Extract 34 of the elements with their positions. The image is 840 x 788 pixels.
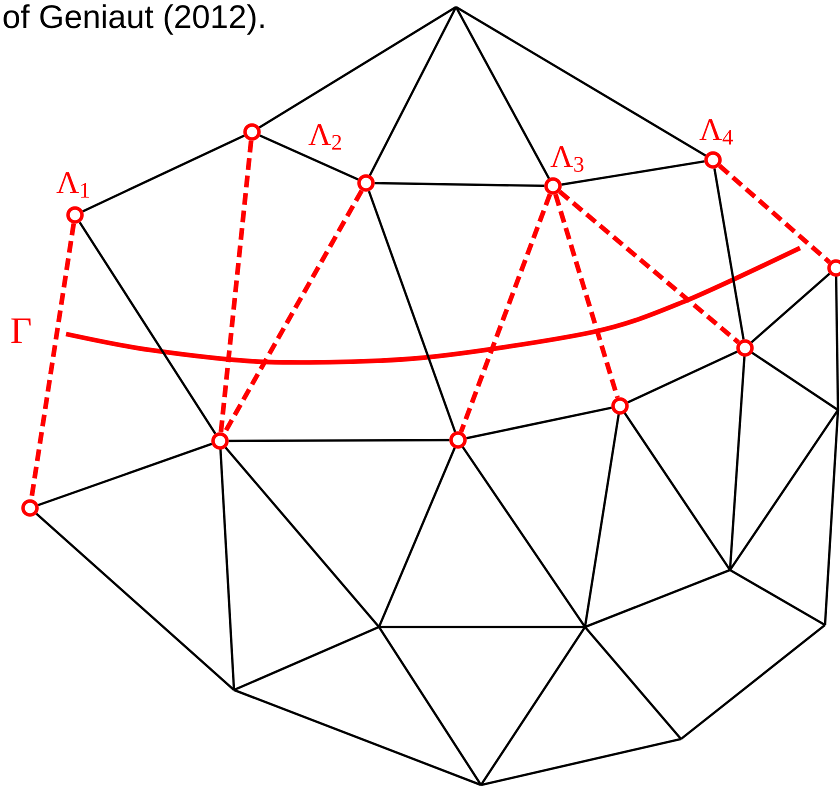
mesh-line xyxy=(82,134,245,212)
node-circle xyxy=(66,206,84,224)
node-circle xyxy=(357,174,375,192)
node-circle xyxy=(611,397,629,415)
node-circle xyxy=(21,499,39,517)
dashed-line xyxy=(718,164,831,264)
dashed-line xyxy=(558,190,740,344)
citation-text: of Geniaut (2012). xyxy=(4,4,264,35)
symbol-label: Λ$_{2}$ xyxy=(308,124,342,150)
mesh-line xyxy=(38,442,212,506)
mesh-line xyxy=(466,406,612,440)
node-circle xyxy=(827,259,840,277)
mesh-line xyxy=(374,182,544,188)
node-circle xyxy=(243,123,261,141)
dashed-line xyxy=(218,140,254,433)
mesh-line xyxy=(260,134,358,180)
node-circle xyxy=(211,432,229,450)
mesh-line xyxy=(368,190,456,432)
mesh-line xyxy=(750,272,830,344)
mesh-line xyxy=(561,160,705,186)
symbol-label: Λ$_{1}$ xyxy=(56,172,89,198)
mesh-line xyxy=(627,350,738,404)
mesh-line xyxy=(78,222,216,434)
mesh-line xyxy=(713,168,745,340)
symbol-label: Λ$_{4}$ xyxy=(700,119,733,145)
symbol-label: Λ$_{3}$ xyxy=(550,146,584,172)
symbol-label: Γ xyxy=(11,318,31,343)
node-circle xyxy=(544,177,562,195)
dashed-line xyxy=(553,194,620,398)
node-circle xyxy=(704,151,722,169)
dashed-line xyxy=(458,193,552,433)
mesh-line xyxy=(228,438,450,442)
node-circle xyxy=(736,339,754,357)
node-circle xyxy=(449,431,467,449)
